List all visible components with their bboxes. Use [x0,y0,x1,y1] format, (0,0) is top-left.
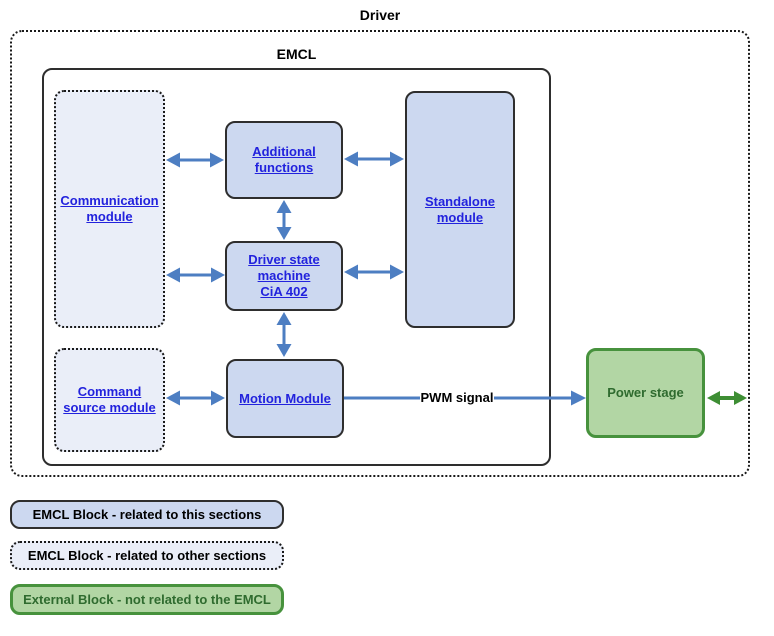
command-source-line2: source module [63,400,156,415]
legend-item-emcl-this-section-label: EMCL Block - related to this sections [32,507,262,522]
driver-state-machine-line1: Driver state [248,252,320,267]
block-command-source-module: Command source module [54,348,165,452]
block-driver-state-machine: Driver state machine CiA 402 [225,241,343,311]
standalone-module-line2: module [436,209,484,225]
driver-state-machine-line3: CiA 402 [260,284,308,299]
block-motion-module: Motion Module [226,359,344,438]
legend-item-emcl-other-sections: EMCL Block - related to other sections [10,541,284,570]
pwm-signal-label: PWM signal [420,390,494,406]
driver-state-machine-link[interactable]: Driver state machine CiA 402 [248,252,320,300]
legend-item-emcl-other-sections-label: EMCL Block - related to other sections [27,548,267,563]
legend-item-external-block-label: External Block - not related to the EMCL [23,592,271,607]
block-additional-functions: Additional functions [225,121,343,199]
additional-functions-line1: Additional [252,144,316,159]
block-power-stage: Power stage [586,348,705,438]
emcl-group-box [42,68,551,466]
legend-item-external-block: External Block - not related to the EMCL [10,584,284,615]
command-source-module-link[interactable]: Command source module [63,384,155,416]
communication-module-line1: Communication [60,193,159,208]
communication-module-line2: module [86,209,133,224]
power-stage-label: Power stage [607,385,684,400]
block-standalone-module: Standalone module [405,91,515,328]
communication-module-link[interactable]: Communication module [60,193,158,225]
standalone-module-link[interactable]: Standalone module [425,194,495,226]
standalone-module-line1: Standalone [424,193,496,209]
legend-item-emcl-this-section: EMCL Block - related to this sections [10,500,284,529]
additional-functions-line2: functions [254,160,314,175]
motion-module-link[interactable]: Motion Module [239,391,331,407]
block-communication-module: Communication module [54,90,165,328]
command-source-line1: Command [77,384,142,399]
motion-module-line1: Motion Module [239,390,331,406]
emcl-group-title: EMCL [276,46,317,62]
driver-state-machine-line2: machine [257,268,311,283]
additional-functions-link[interactable]: Additional functions [252,144,316,176]
driver-group-title: Driver [359,7,401,23]
driver-group-box [10,30,750,477]
